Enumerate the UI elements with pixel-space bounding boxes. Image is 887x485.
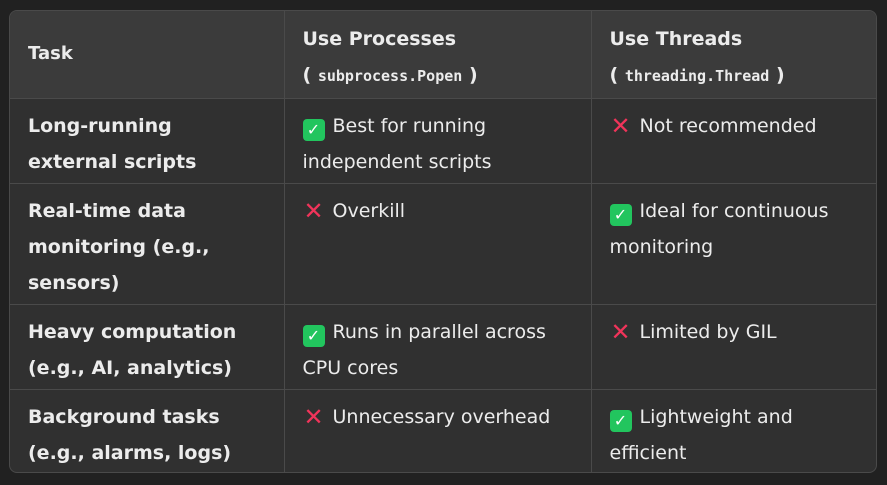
threads-cell: ✓Lightweight and efficient <box>591 389 876 472</box>
processes-text: Best for running independent scripts <box>302 114 492 173</box>
header-task: Task <box>10 11 285 99</box>
comparison-table-container: Task Use Processes ( subprocess.Popen ) … <box>9 10 877 473</box>
table-body: Long-running external scripts ✓Best for … <box>10 98 876 472</box>
header-processes-code-line: ( subprocess.Popen ) <box>303 57 573 94</box>
table-row: Heavy computation (e.g., AI, analytics) … <box>10 304 876 390</box>
processes-cell: ✓Best for running independent scripts <box>284 98 592 184</box>
check-mark-icon: ✓ <box>302 118 325 141</box>
header-processes-code: subprocess.Popen <box>317 67 463 85</box>
processes-cell: ✕ Unnecessary overhead <box>284 389 592 472</box>
open-paren: ( <box>609 64 619 86</box>
threads-text: Ideal for continuous monitoring <box>609 199 829 258</box>
task-cell: Background tasks (e.g., alarms, logs) <box>10 389 285 472</box>
processes-cell: ✕ Overkill <box>284 183 592 305</box>
cross-mark-icon: ✕ <box>303 402 324 431</box>
threads-text: Lightweight and efficient <box>609 405 793 464</box>
header-threads-title: Use Threads <box>609 28 743 50</box>
table-header: Task Use Processes ( subprocess.Popen ) … <box>10 11 876 99</box>
check-mark-icon: ✓ <box>302 324 325 347</box>
close-paren: ) <box>468 64 478 86</box>
processes-text: Overkill <box>332 199 406 222</box>
check-mark-icon: ✓ <box>609 409 632 432</box>
cross-mark-icon: ✕ <box>610 111 631 140</box>
header-row: Task Use Processes ( subprocess.Popen ) … <box>10 11 876 99</box>
threads-cell: ✕ Limited by GIL <box>591 304 876 390</box>
header-processes-title: Use Processes <box>302 28 457 50</box>
table-row: Real-time data monitoring (e.g., sensors… <box>10 183 876 305</box>
comparison-table: Task Use Processes ( subprocess.Popen ) … <box>10 11 876 472</box>
check-mark-icon: ✓ <box>609 203 632 226</box>
open-paren: ( <box>302 64 312 86</box>
task-cell: Real-time data monitoring (e.g., sensors… <box>10 183 285 305</box>
close-paren: ) <box>775 64 785 86</box>
header-processes: Use Processes ( subprocess.Popen ) <box>284 11 592 99</box>
processes-cell: ✓Runs in parallel across CPU cores <box>284 304 592 390</box>
header-threads-code: threading.Thread <box>624 67 770 85</box>
threads-cell: ✕ Not recommended <box>591 98 876 184</box>
header-threads-code-line: ( threading.Thread ) <box>610 57 859 94</box>
table-row: Long-running external scripts ✓Best for … <box>10 98 876 184</box>
processes-text: Runs in parallel across CPU cores <box>302 320 546 379</box>
task-cell: Long-running external scripts <box>10 98 285 184</box>
task-cell: Heavy computation (e.g., AI, analytics) <box>10 304 285 390</box>
threads-text: Not recommended <box>639 114 817 137</box>
processes-text: Unnecessary overhead <box>332 405 551 428</box>
threads-text: Limited by GIL <box>639 320 777 343</box>
threads-cell: ✓Ideal for continuous monitoring <box>591 183 876 305</box>
cross-mark-icon: ✕ <box>303 196 324 225</box>
cross-mark-icon: ✕ <box>610 317 631 346</box>
table-row: Background tasks (e.g., alarms, logs) ✕ U… <box>10 389 876 472</box>
header-threads: Use Threads ( threading.Thread ) <box>591 11 876 99</box>
